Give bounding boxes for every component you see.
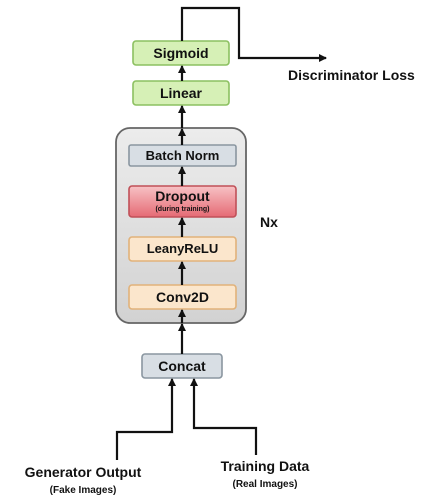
batch-norm-label: Batch Norm bbox=[145, 148, 220, 163]
leaky-relu-label: LeanyReLU bbox=[146, 241, 219, 256]
discriminator-loss-label: Discriminator Loss bbox=[288, 67, 415, 83]
linear-label: Linear bbox=[159, 85, 202, 101]
dropout-note: (during training) bbox=[155, 206, 210, 213]
dropout-label: Dropout bbox=[155, 188, 210, 204]
training-data-note: (Real Images) bbox=[232, 479, 298, 490]
arrow-sigmoid-to-discriminator-loss bbox=[180, 6, 327, 62]
arrow-training-data-to-concat bbox=[190, 378, 258, 455]
sigmoid-label: Sigmoid bbox=[153, 45, 209, 61]
repeat-count-label: Nx bbox=[260, 214, 278, 230]
arrow-generator-output-to-concat bbox=[115, 378, 176, 460]
generator-output-label: Generator Output bbox=[24, 464, 142, 480]
training-data-label: Training Data bbox=[220, 458, 310, 474]
conv2d-label: Conv2D bbox=[156, 289, 209, 305]
generator-output-note: (Fake Images) bbox=[49, 485, 117, 496]
concat-label: Concat bbox=[158, 358, 206, 374]
